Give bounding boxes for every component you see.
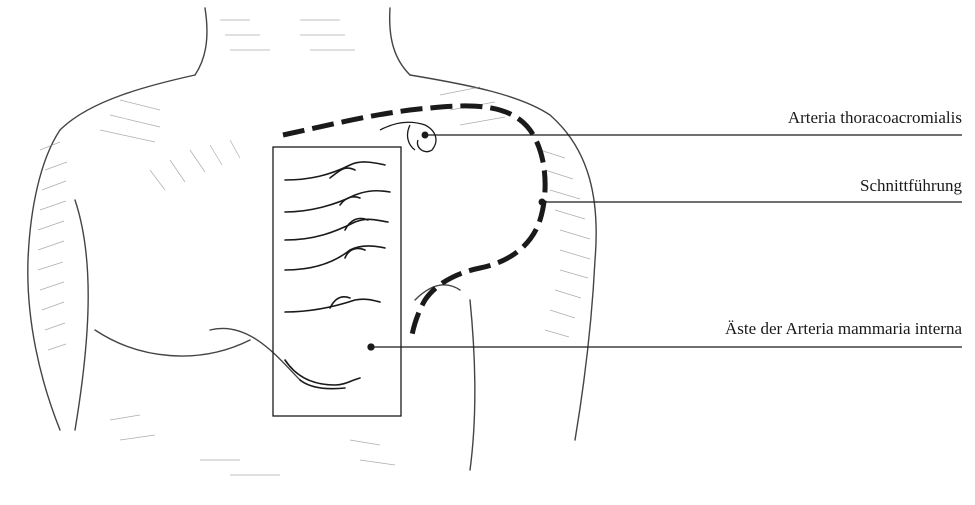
leader-lines [368,132,962,350]
torso-outline [28,8,596,470]
label-schnittfuehrung: Schnittführung [860,177,962,194]
label-arteria-thoracoacromialis: Arteria thoracoacromialis [788,109,962,126]
incision-line [283,106,545,335]
label-aeste-arteria-mammaria-interna: Äste der Arteria mammaria interna [725,320,962,337]
sketch-hatching [38,20,590,475]
artery-branches [285,162,390,389]
highlight-frame [273,147,401,416]
